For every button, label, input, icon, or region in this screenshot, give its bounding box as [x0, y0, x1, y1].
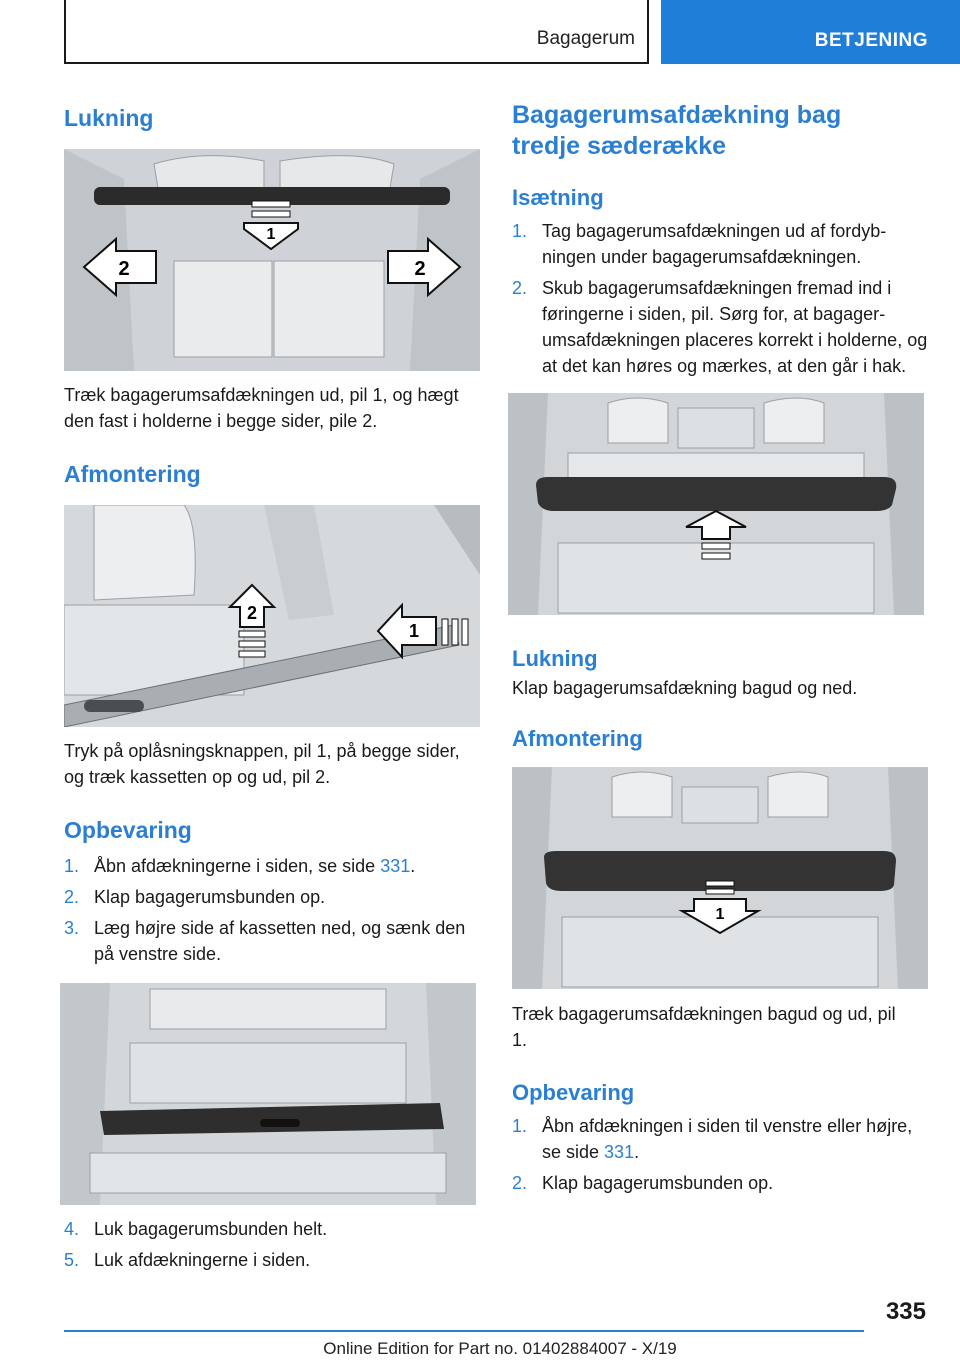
fig1-label-2b: 2	[414, 258, 425, 280]
heading-afmontering: Afmontering	[64, 461, 201, 487]
lukning-caption: Træk bagagerumsafdækningen ud, pil 1, og…	[64, 385, 459, 431]
header-chapter-label: BETJENING	[814, 30, 928, 51]
page-link-331[interactable]: 331	[380, 856, 411, 876]
arrow-2-left-icon: 2	[82, 236, 157, 298]
footer-divider	[64, 1330, 864, 1332]
arrow-1-left-icon: 1	[376, 602, 469, 660]
arrow-1-icon: 1	[243, 200, 299, 251]
heading-afmontering-right: Afmontering	[512, 726, 643, 751]
section-title: Bagagerumsafdækning bag tredje sæderække	[512, 101, 842, 160]
figure-cover-pull-out: 1 2 2	[64, 149, 480, 371]
list-item: 5.Luk afdækningerne i siden.	[64, 1250, 311, 1270]
afmontering-right-caption: Træk bagagerumsafdækningen bagud og ud, …	[512, 1004, 896, 1050]
list-item: 2.Skub bagagerumsafdækningen fremad ind …	[512, 278, 928, 376]
arrow-2-right-icon: 2	[387, 236, 462, 298]
list-item: 1.Tag bagagerumsafdækningen ud af fordyb…	[512, 221, 887, 267]
heading-opbevaring: Opbevaring	[64, 817, 192, 843]
fig2-label-2: 2	[247, 603, 257, 623]
opbevaring-steps-a: 1.Åbn afdækningerne i siden, se side 331…	[64, 853, 482, 967]
figure-cassette-lowered	[60, 983, 476, 1205]
list-item: 1.Åbn afdækningerne i siden, se side 331…	[64, 856, 416, 876]
isaetning-steps: 1.Tag bagagerumsafdækningen ud af fordyb…	[512, 218, 932, 379]
list-item: 4.Luk bagagerumsbunden helt.	[64, 1219, 328, 1239]
figure-cover-insert-drawing	[508, 393, 924, 615]
heading-isaetning: Isætning	[512, 185, 604, 210]
arrow-2-up-icon: 2	[227, 583, 277, 658]
left-column: Lukning 1 2 2	[60, 100, 482, 1278]
header-chapter-tab: BETJENING	[661, 0, 960, 64]
header-section-title: Bagagerum	[536, 28, 635, 49]
afmontering-caption: Tryk på oplåsningsknappen, pil 1, på beg…	[64, 741, 460, 787]
page-number: 335	[885, 1298, 926, 1325]
list-item: 3.Læg højre side af kassetten ned, og sæ…	[64, 918, 466, 964]
fig1-label-2a: 2	[118, 258, 129, 280]
arrow-up-icon	[685, 509, 747, 560]
figure-cassette-release-drawing: 2 1	[64, 505, 480, 727]
fig2-label-1: 1	[409, 621, 419, 641]
figure-cover-remove: 1	[512, 767, 928, 989]
figure-cassette-release: 2 1	[64, 505, 480, 727]
figure-cover-pull-out-drawing: 1 2 2	[64, 149, 480, 371]
opbevaring-steps-b: 4.Luk bagagerumsbunden helt. 5.Luk afdæk…	[64, 1216, 482, 1273]
list-item: 1.Åbn afdækningen i siden til venstre el…	[512, 1116, 913, 1162]
header-section-box: Bagagerum	[64, 0, 649, 64]
footer-edition: Online Edition for Part no. 01402884007 …	[323, 1339, 677, 1358]
arrow-1-down-icon: 1	[678, 880, 762, 935]
figure-cassette-lowered-drawing	[60, 983, 476, 1205]
right-column: Bagagerumsafdækning bag tredje sæderække…	[508, 100, 932, 1201]
opbevaring-right-steps: 1.Åbn afdækningen i siden til venstre el…	[512, 1113, 932, 1196]
list-item: 2.Klap bagagerumsbunden op.	[512, 1173, 774, 1193]
page-link-331[interactable]: 331	[604, 1142, 635, 1162]
figure-cover-insert	[508, 393, 924, 615]
list-item: 2.Klap bagagerumsbunden op.	[64, 887, 326, 907]
heading-opbevaring-right: Opbevaring	[512, 1080, 635, 1105]
fig5-label-1: 1	[716, 906, 725, 923]
heading-lukning: Lukning	[64, 105, 154, 131]
figure-cover-remove-drawing: 1	[512, 767, 928, 989]
fig1-label-1: 1	[267, 226, 276, 243]
lukning-text: Klap bagagerumsafdækning bagud og ned.	[512, 678, 858, 698]
heading-lukning-right: Lukning	[512, 646, 598, 671]
